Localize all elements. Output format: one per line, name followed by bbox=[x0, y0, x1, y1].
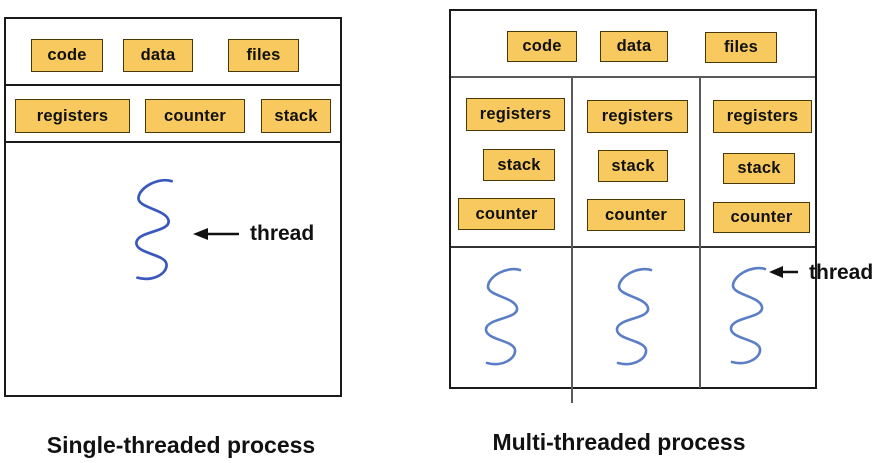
right-col3-stack-box: stack bbox=[723, 153, 795, 184]
single-threaded-process-box bbox=[4, 17, 342, 397]
left-thread-arrow-icon bbox=[193, 228, 239, 240]
right-files-box: files bbox=[705, 32, 777, 63]
right-col3-counter-box: counter bbox=[713, 202, 810, 233]
right-thread2-squiggle-icon bbox=[615, 267, 653, 366]
right-threads-section-divider bbox=[451, 246, 815, 248]
right-col1-counter-box: counter bbox=[458, 198, 555, 230]
left-thread-squiggle-icon bbox=[135, 178, 174, 281]
right-column-divider-2 bbox=[699, 78, 701, 388]
left-stack-box: stack bbox=[261, 99, 331, 133]
right-col2-registers-box: registers bbox=[587, 100, 688, 133]
left-thread-label: thread bbox=[250, 222, 315, 245]
right-col2-counter-box: counter bbox=[587, 199, 685, 231]
right-col3-registers-box: registers bbox=[713, 100, 812, 133]
left-code-box: code bbox=[31, 39, 103, 72]
left-registers-section-divider bbox=[4, 141, 342, 143]
single-threaded-caption: Single-threaded process bbox=[46, 432, 316, 458]
right-thread-arrow-icon bbox=[769, 266, 798, 278]
right-column-divider-1 bbox=[571, 78, 573, 403]
right-thread3-squiggle-icon bbox=[729, 266, 767, 365]
left-counter-box: counter bbox=[145, 99, 245, 133]
left-files-box: files bbox=[228, 39, 299, 72]
right-data-box: data bbox=[600, 31, 668, 62]
right-col1-stack-box: stack bbox=[483, 149, 555, 181]
left-code-section-divider bbox=[4, 84, 342, 86]
right-col1-registers-box: registers bbox=[466, 98, 565, 131]
right-code-box: code bbox=[507, 31, 577, 62]
multi-threaded-caption: Multi-threaded process bbox=[492, 429, 746, 455]
right-col2-stack-box: stack bbox=[598, 150, 668, 182]
right-thread-label: thread bbox=[809, 261, 874, 284]
left-data-box: data bbox=[123, 39, 193, 72]
right-code-section-divider bbox=[451, 76, 815, 78]
right-thread1-squiggle-icon bbox=[484, 267, 522, 366]
left-registers-box: registers bbox=[15, 99, 130, 133]
